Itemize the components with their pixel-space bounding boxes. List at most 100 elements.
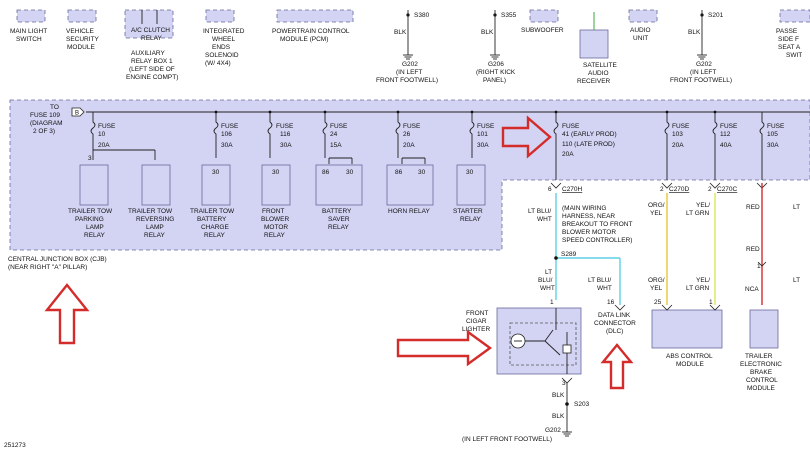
svg-text:RELAY: RELAY: [264, 232, 285, 239]
svg-text:YEL: YEL: [650, 285, 663, 292]
svg-text:2: 2: [660, 186, 664, 193]
svg-text:MOTOR: MOTOR: [264, 224, 288, 231]
svg-text:1: 1: [757, 263, 761, 270]
svg-text:FUSE: FUSE: [720, 123, 738, 130]
svg-text:C270H: C270H: [562, 186, 583, 193]
svg-text:FUSE 109: FUSE 109: [30, 112, 60, 119]
relay-trailer-tow-parking-lamp: 3 TRAILER TOW PARKING LAMP RELAY: [68, 155, 113, 239]
ground-g202-bottom: BLK S203 BLK G202 (IN LEFT FRONT FOOTWEL…: [462, 377, 590, 443]
relay-feed-wiring: [92, 149, 426, 164]
svg-text:LT: LT: [793, 277, 800, 284]
fuse-41-110-label: FUSE 41 (EARLY PROD) 110 (LATE PROD) 20A: [562, 123, 617, 158]
svg-text:CONTROL: CONTROL: [746, 377, 778, 384]
svg-text:(LEFT SIDE OF: (LEFT SIDE OF: [129, 66, 175, 73]
connector-c270d: 2 C270D ORG/ YEL ORG/ YEL: [648, 182, 690, 305]
svg-text:SWITCH: SWITCH: [16, 36, 42, 43]
fuse-103-label: FUSE 103 20A: [672, 123, 690, 149]
svg-text:AUXILIARY: AUXILIARY: [131, 50, 166, 57]
satellite-audio-receiver: SATELLITE AUDIO RECEIVER: [577, 62, 618, 85]
svg-text:CHARGE: CHARGE: [201, 224, 229, 231]
svg-text:FRONT FOOTWELL): FRONT FOOTWELL): [670, 77, 732, 84]
wire-lt-blu-wht: S289 LT BLU/ WHT LT BLU/ WHT: [538, 193, 621, 305]
svg-text:AUDIO: AUDIO: [630, 27, 651, 34]
svg-text:LIGHTER: LIGHTER: [462, 326, 490, 333]
svg-text:BLK: BLK: [552, 392, 565, 399]
audio-unit: AUDIO UNIT: [630, 27, 651, 42]
svg-text:ABS CONTROL: ABS CONTROL: [666, 353, 713, 360]
svg-text:RELAY: RELAY: [84, 232, 105, 239]
relay-trailer-tow-reversing-lamp: TRAILER TOW REVERSING LAMP RELAY: [128, 164, 174, 239]
svg-text:LT GRN: LT GRN: [686, 210, 710, 217]
svg-text:G202: G202: [545, 427, 561, 434]
svg-text:20A: 20A: [562, 151, 574, 158]
svg-text:S380: S380: [414, 12, 430, 19]
svg-text:RELAY: RELAY: [460, 216, 481, 223]
svg-text:3: 3: [88, 155, 92, 162]
svg-text:C270C: C270C: [717, 186, 738, 193]
passenger-side-seat-switch: PASSE SIDE F SEAT A SWIT: [776, 28, 802, 59]
svg-text:FRONT: FRONT: [466, 310, 488, 317]
svg-text:(IN LEFT: (IN LEFT: [690, 69, 716, 76]
svg-text:PARKING: PARKING: [75, 216, 104, 223]
svg-text:YEL/: YEL/: [696, 277, 710, 284]
svg-text:WHT: WHT: [537, 216, 552, 223]
svg-text:10: 10: [98, 131, 106, 138]
red-arrow-cjb: [44, 283, 90, 345]
svg-text:HARNESS, NEAR: HARNESS, NEAR: [562, 213, 615, 220]
svg-text:VEHICLE: VEHICLE: [66, 28, 94, 35]
fuse-symbols: [90, 110, 765, 180]
wire-red: RED RED NCA LT LT 1: [745, 182, 800, 305]
svg-text:SIDE F: SIDE F: [778, 36, 799, 43]
svg-text:SATELLITE: SATELLITE: [583, 62, 618, 69]
svg-text:FUSE: FUSE: [672, 123, 690, 130]
svg-text:105: 105: [767, 131, 778, 138]
relay-trailer-tow-battery-charge: 30 TRAILER TOW BATTERY CHARGE RELAY: [190, 164, 235, 239]
svg-text:101: 101: [477, 131, 488, 138]
fuse-116-label: FUSE 116 30A: [276, 123, 294, 149]
svg-text:BATTERY: BATTERY: [322, 208, 352, 215]
fuse-101-label: FUSE 101 30A: [477, 123, 495, 149]
svg-text:30: 30: [272, 169, 280, 176]
svg-text:YEL: YEL: [650, 210, 663, 217]
svg-text:SPEED CONTROLLER): SPEED CONTROLLER): [562, 237, 632, 244]
cjb-bus: B TO FUSE 109 (DIAGRAM 2 OF 3): [30, 104, 810, 135]
svg-text:FUSE: FUSE: [767, 123, 785, 130]
svg-text:WHEEL: WHEEL: [212, 36, 236, 43]
svg-text:REVERSING: REVERSING: [136, 216, 174, 223]
svg-text:BLOWER MOTOR: BLOWER MOTOR: [562, 229, 616, 236]
fuse-105-label: FUSE 105 30A: [767, 123, 785, 149]
svg-text:FUSE: FUSE: [98, 123, 116, 130]
svg-text:(MAIN WIRING: (MAIN WIRING: [562, 205, 606, 212]
svg-text:WHT: WHT: [597, 285, 612, 292]
svg-text:DATA LINK: DATA LINK: [598, 312, 631, 319]
svg-text:BLK: BLK: [688, 29, 701, 36]
svg-text:MAIN LIGHT: MAIN LIGHT: [10, 28, 47, 35]
svg-text:RELAY: RELAY: [328, 224, 349, 231]
svg-text:20A: 20A: [98, 142, 110, 149]
fuse-112-label: FUSE 112 40A: [720, 123, 738, 149]
svg-text:SWIT: SWIT: [786, 52, 802, 59]
svg-text:MODULE: MODULE: [747, 385, 775, 392]
fuse-24-label: FUSE 24 15A: [330, 123, 348, 149]
svg-text:A/C CLUTCH: A/C CLUTCH: [131, 27, 170, 34]
svg-text:MODULE: MODULE: [67, 44, 95, 51]
svg-text:TRAILER TOW: TRAILER TOW: [68, 208, 113, 215]
ground-s380: S380 BLK G202 (IN LEFT FRONT FOOTWELL): [376, 10, 438, 84]
ac-clutch-relay: A/C CLUTCH RELAY AUXILIARY RELAY BOX 1 (…: [126, 27, 178, 81]
svg-text:S289: S289: [561, 251, 577, 258]
svg-text:(NEAR RIGHT "A" PILLAR): (NEAR RIGHT "A" PILLAR): [8, 264, 87, 271]
svg-text:2 OF 3): 2 OF 3): [33, 128, 55, 135]
svg-text:S203: S203: [574, 401, 590, 408]
svg-text:LAMP: LAMP: [146, 224, 164, 231]
svg-text:CIGAR: CIGAR: [466, 318, 487, 325]
svg-text:ENGINE COMPT): ENGINE COMPT): [126, 74, 178, 81]
fuse-26-label: FUSE 26 20A: [403, 123, 421, 149]
svg-text:INTEGRATED: INTEGRATED: [203, 28, 245, 35]
relay-front-blower-motor: 30 FRONT BLOWER MOTOR RELAY: [261, 164, 291, 239]
svg-text:ORG/: ORG/: [648, 202, 665, 209]
svg-text:FUSE: FUSE: [562, 123, 580, 130]
red-arrow-cigar-lighter: [396, 329, 493, 367]
svg-text:S201: S201: [708, 12, 724, 19]
svg-text:BLK: BLK: [481, 29, 494, 36]
svg-text:(DLC): (DLC): [606, 328, 623, 335]
